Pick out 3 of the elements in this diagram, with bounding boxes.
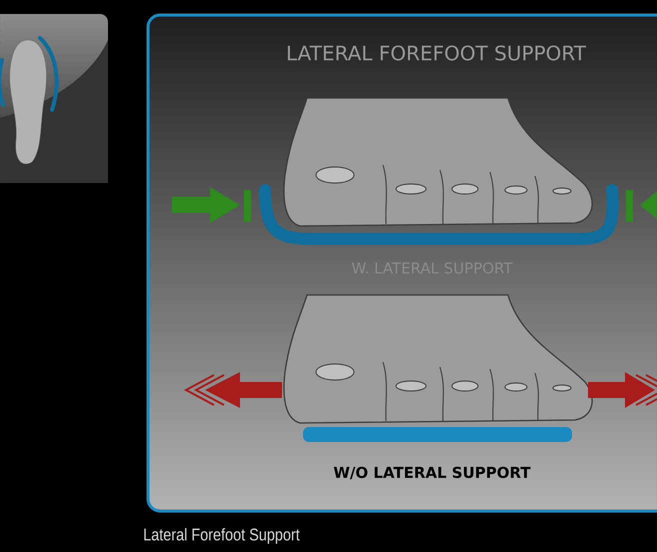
caption: Lateral Forefoot Support <box>144 528 300 544</box>
diagram-label: W/O LATERAL SUPPORT <box>334 466 531 480</box>
panel-title: LATERAL FOREFOOT SUPPORT <box>288 45 586 61</box>
